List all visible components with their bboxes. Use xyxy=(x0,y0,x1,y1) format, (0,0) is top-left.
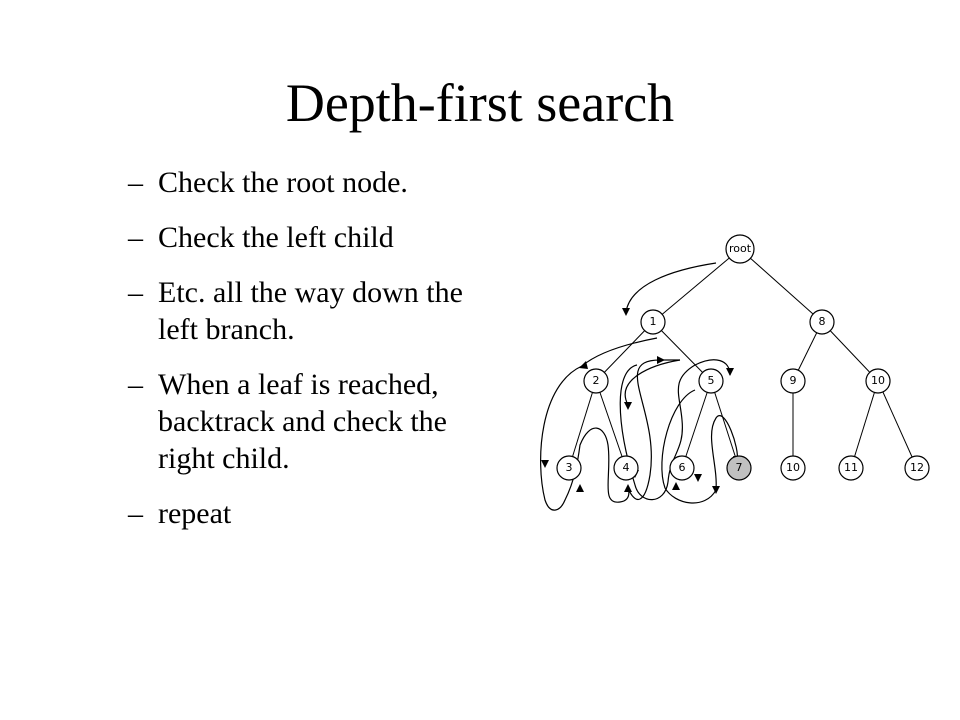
traversal-path xyxy=(667,359,731,483)
edge xyxy=(710,380,740,469)
edge xyxy=(652,321,712,382)
svg-text:10: 10 xyxy=(786,461,800,474)
tree-node-root: root xyxy=(725,234,755,264)
traversal-path xyxy=(661,389,717,504)
bullet-item: –When a leaf is reached, backtrack and c… xyxy=(128,366,498,477)
edge xyxy=(681,380,712,469)
arrowhead xyxy=(622,308,630,316)
slide-title: Depth-first search xyxy=(285,73,675,133)
tree-node-9: 9 xyxy=(780,368,806,394)
bullet-item: –Etc. all the way down the left branch. xyxy=(128,274,498,348)
arrowhead xyxy=(579,361,588,369)
bullet-list: –Check the root node. –Check the left ch… xyxy=(128,164,498,550)
tree-nodes: root 1 8 2 5 9 10 3 4 6 7 10 11 12 xyxy=(556,234,930,481)
bullet-text: Check the left child xyxy=(158,221,394,254)
svg-text:3: 3 xyxy=(566,461,573,474)
traversal-path xyxy=(624,359,681,406)
svg-text:9: 9 xyxy=(790,374,797,387)
arrowhead xyxy=(576,484,584,492)
svg-text:2: 2 xyxy=(593,374,600,387)
arrowhead xyxy=(541,460,549,468)
traversal-path xyxy=(625,262,717,313)
edge xyxy=(595,380,627,469)
traversal-path xyxy=(627,359,661,500)
svg-text:11: 11 xyxy=(844,461,858,474)
svg-text:1: 1 xyxy=(650,315,657,328)
tree-node-7-highlighted: 7 xyxy=(726,455,752,481)
traversal-path xyxy=(540,365,630,511)
svg-text:10: 10 xyxy=(871,374,885,387)
arrowhead xyxy=(672,482,680,490)
edge xyxy=(652,248,741,323)
tree-node-2: 2 xyxy=(583,368,609,394)
tree-node-11: 11 xyxy=(838,455,864,481)
arrowhead xyxy=(694,474,702,482)
traversal-path xyxy=(710,415,738,491)
tree-node-10-leaf: 10 xyxy=(780,455,806,481)
tree-node-5: 5 xyxy=(698,368,724,394)
bullet-text: repeat xyxy=(158,497,232,530)
arrowhead xyxy=(657,356,665,364)
svg-text:4: 4 xyxy=(623,461,630,474)
arrowhead xyxy=(726,368,734,376)
edge xyxy=(877,380,918,469)
bullet-item: –repeat xyxy=(128,495,498,532)
edge xyxy=(568,380,597,469)
edge xyxy=(739,248,823,323)
arrowhead xyxy=(712,486,720,494)
tree-node-8: 8 xyxy=(809,309,835,335)
edge xyxy=(595,321,654,382)
svg-text:8: 8 xyxy=(819,315,826,328)
tree-node-6: 6 xyxy=(669,455,695,481)
bullet-item: –Check the root node. xyxy=(128,164,498,201)
tree-node-12: 12 xyxy=(904,455,930,481)
svg-text:12: 12 xyxy=(910,461,924,474)
arrowhead xyxy=(624,402,632,410)
tree-node-3: 3 xyxy=(556,455,582,481)
dfs-tree-diagram: root 1 8 2 5 9 10 3 4 6 7 10 11 12 xyxy=(540,234,930,511)
tree-edges xyxy=(568,248,918,469)
tree-node-10: 10 xyxy=(865,368,891,394)
bullet-text: When a leaf is reached, backtrack and ch… xyxy=(158,368,447,475)
svg-text:6: 6 xyxy=(679,461,686,474)
svg-text:7: 7 xyxy=(736,461,743,474)
bullet-text: Check the root node. xyxy=(158,166,408,199)
bullet-text: Etc. all the way down the left branch. xyxy=(158,276,463,346)
bullet-item: –Check the left child xyxy=(128,219,498,256)
tree-node-1: 1 xyxy=(640,309,666,335)
edge xyxy=(850,380,879,469)
arrowhead xyxy=(624,484,632,492)
tree-node-4: 4 xyxy=(613,455,639,481)
svg-text:5: 5 xyxy=(708,374,715,387)
edge xyxy=(821,321,879,382)
svg-text:root: root xyxy=(729,242,752,255)
